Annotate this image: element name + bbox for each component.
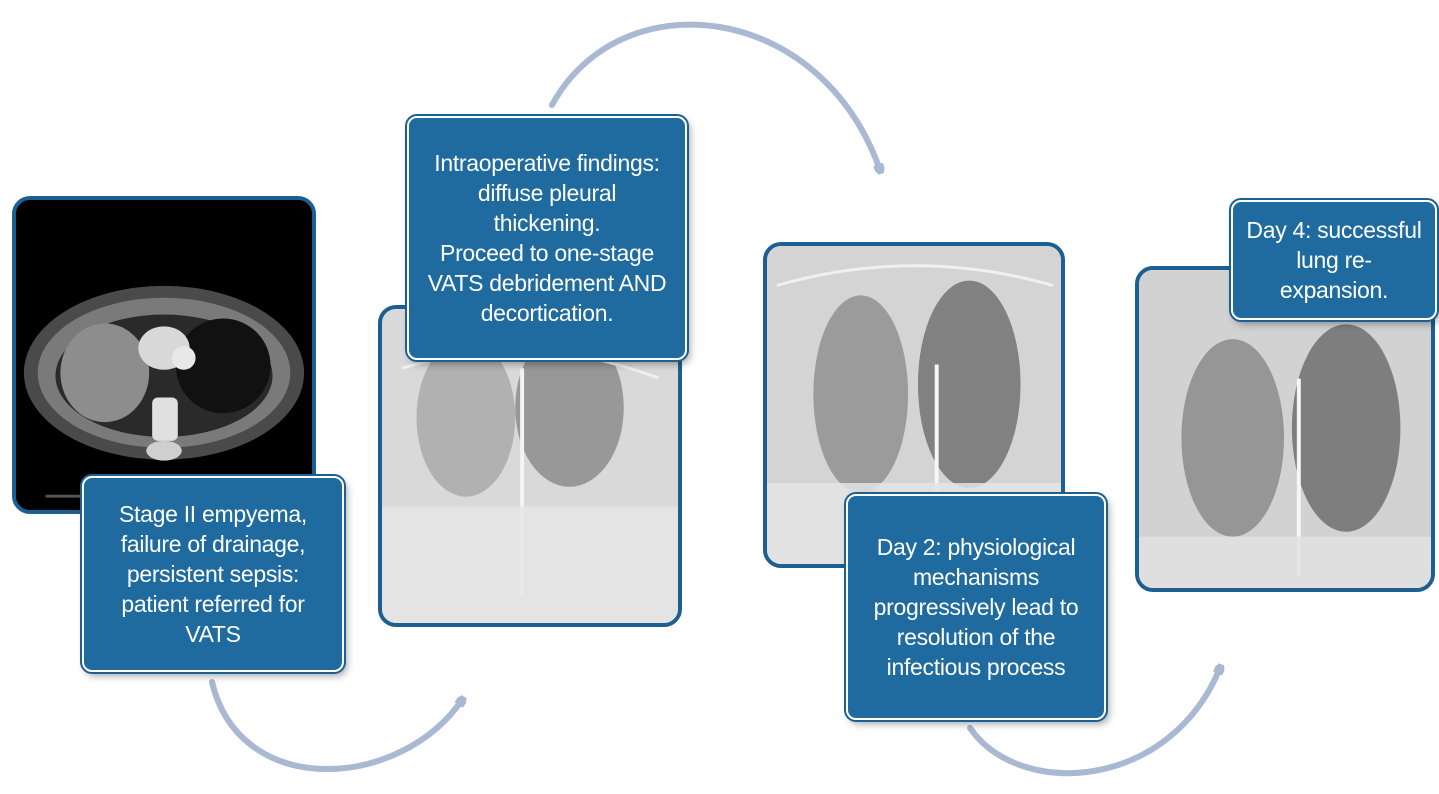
step3-caption: Day 2: physiological mechanisms progress… [874, 532, 1079, 682]
step1-caption: Stage II empyema, failure of drainage, p… [119, 499, 307, 649]
ct-scan-image [12, 196, 316, 514]
step2-caption: Intraoperative findings: diffuse pleural… [428, 148, 667, 328]
step4-caption: Day 4: successful lung re-expansion. [1245, 215, 1423, 305]
step2-caption-box: Intraoperative findings: diffuse pleural… [407, 116, 687, 360]
step4-caption-box: Day 4: successful lung re-expansion. [1231, 200, 1437, 320]
step1-caption-box: Stage II empyema, failure of drainage, p… [82, 476, 344, 672]
step3-caption-box: Day 2: physiological mechanisms progress… [846, 494, 1106, 720]
arrow-step1-to-step2 [212, 682, 462, 769]
